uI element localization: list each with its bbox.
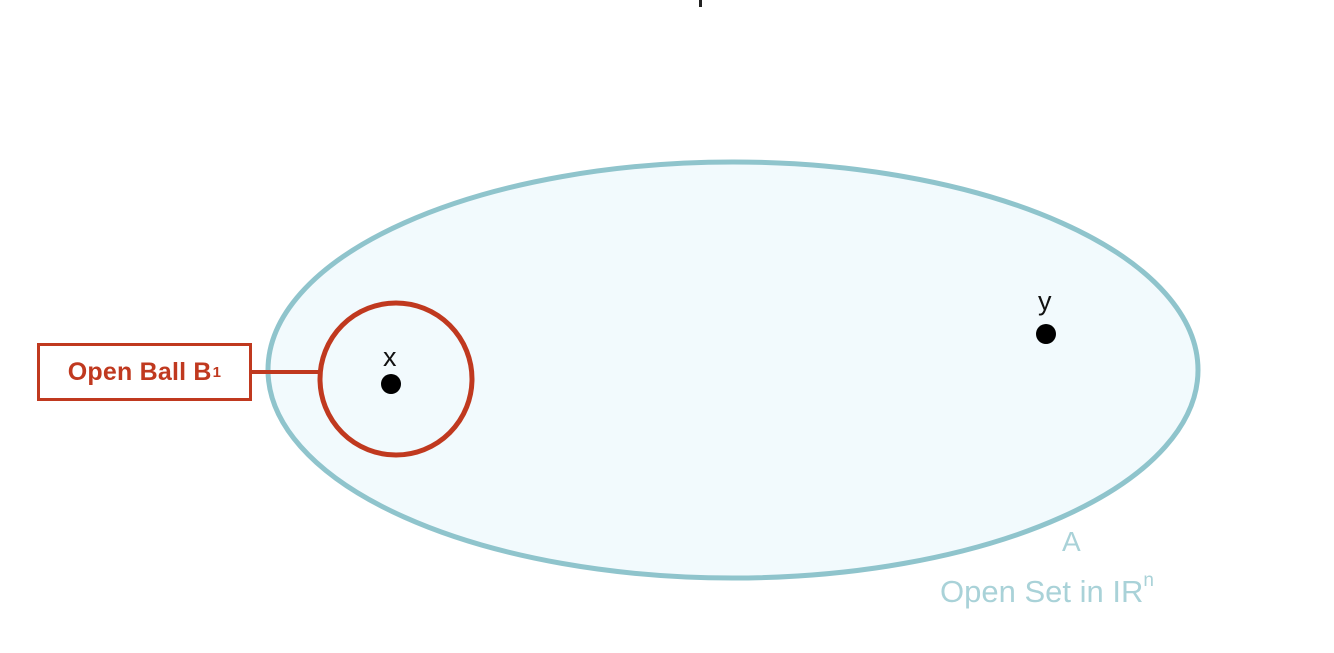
set-caption-text: Open Set in IR — [940, 574, 1144, 609]
point-x-dot — [381, 374, 401, 394]
open-ball-circle — [317, 300, 475, 458]
top-tick-mark — [699, 0, 702, 7]
set-caption-superscript: n — [1143, 570, 1154, 591]
set-caption-label: Open Set in IRn — [940, 571, 1154, 609]
point-y-label: y — [1038, 286, 1052, 316]
open-ball-label-subscript: 1 — [212, 363, 222, 381]
set-name-label: A — [1062, 526, 1081, 557]
point-y-dot — [1036, 324, 1056, 344]
open-set-region — [265, 159, 1201, 581]
point-x-label: x — [383, 342, 397, 372]
open-ball-label-text: Open Ball B — [67, 357, 212, 386]
